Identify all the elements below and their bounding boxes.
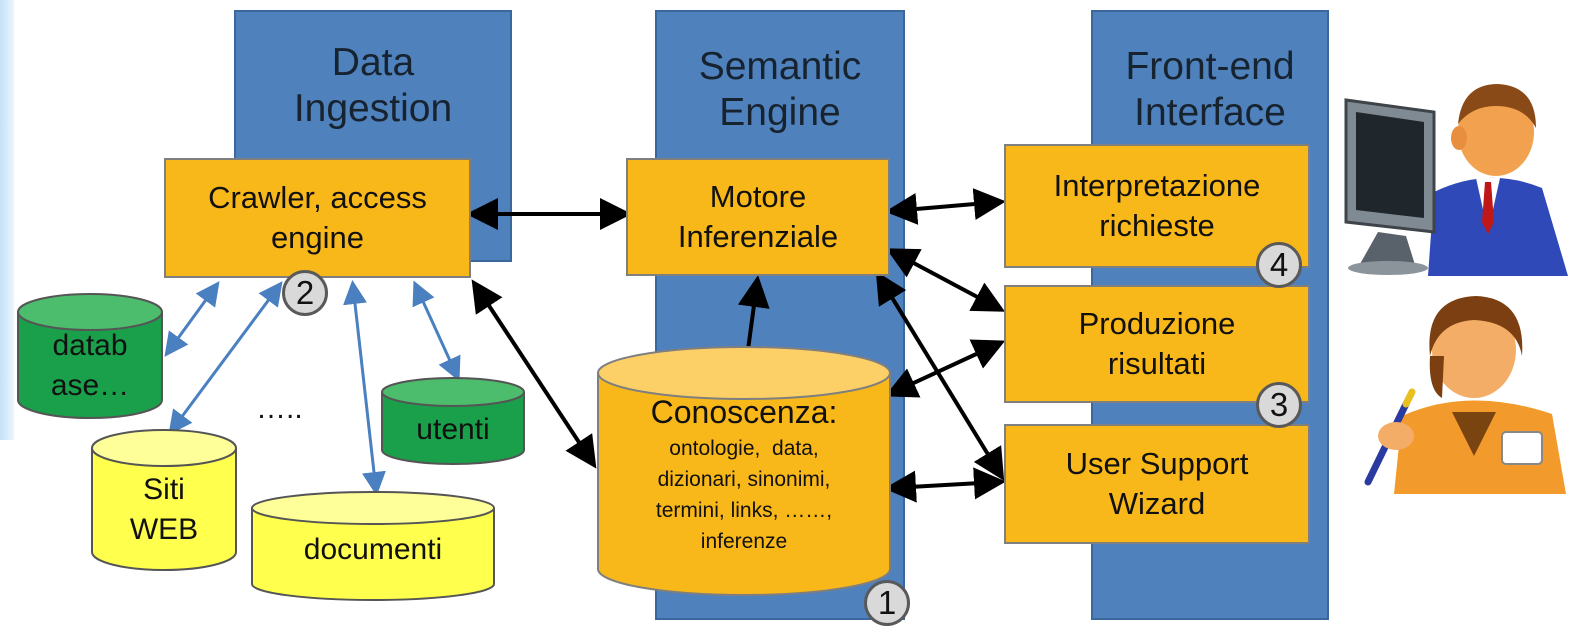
produzione-label: Produzione risultati: [1078, 306, 1236, 381]
ellipsis-text: …..: [256, 392, 303, 425]
arrow-crawler-database: [164, 281, 220, 357]
documenti-label: documenti: [303, 533, 443, 566]
conoscenza-colon: :: [828, 394, 838, 430]
arrow-crawler-conoscenza: [471, 279, 597, 469]
badge-2: 2: [282, 270, 328, 316]
siti-web-label: Siti WEB: [129, 473, 199, 546]
conoscenza-cylinder-shape: [597, 346, 891, 596]
computer-user-icon: [1344, 84, 1568, 276]
badge-1: 1: [864, 580, 910, 626]
wizard-label: User Support Wizard: [1065, 446, 1249, 521]
operator-icon: [1364, 296, 1566, 494]
crawler-box: Crawler, access engine: [164, 158, 471, 278]
badge-3: 3: [1256, 382, 1302, 428]
wizard-box: User Support Wizard: [1004, 424, 1310, 544]
utenti-cylinder-shape: [381, 377, 525, 465]
documenti-cylinder-shape: [251, 491, 495, 601]
conoscenza-title-text: Conoscenza: [650, 394, 829, 430]
conoscenza-details: ontologie, data, dizionari, sinonimi, te…: [655, 437, 833, 553]
database-cylinder-shape: [17, 293, 163, 419]
database-label: datab ase…: [50, 329, 130, 402]
arrow-crawler-utenti: [412, 280, 461, 382]
arrow-conoscenza-produzione: [884, 339, 1006, 398]
arrow-crawler-documenti: [343, 280, 386, 496]
conoscenza-title: Conoscenza:: [596, 393, 892, 431]
arrow-crawler-siti-web: [168, 281, 283, 435]
left-gradient-bar: [0, 0, 14, 440]
interpretazione-label: Interpretazione richieste: [1053, 168, 1261, 243]
arrow-motore-produzione: [885, 248, 1006, 312]
produzione-box: Produzione risultati: [1004, 285, 1310, 403]
arrow-conoscenza-wizard: [884, 467, 1006, 503]
motore-inferenziale-box: Motore Inferenziale: [626, 158, 890, 276]
arrow-motore-wizard: [875, 271, 1005, 481]
siti-web-cylinder: Siti WEB: [90, 428, 238, 572]
documenti-cylinder: documenti: [250, 490, 496, 602]
siti-web-cylinder-shape: [91, 429, 237, 571]
column-title-front-end: Front-end Interface: [1125, 45, 1295, 134]
badge-4: 4: [1256, 242, 1302, 288]
database-cylinder: datab ase…: [16, 292, 164, 420]
utenti-label: utenti: [416, 413, 490, 446]
interpretazione-box: Interpretazione richieste: [1004, 144, 1310, 268]
arrow-motore-interpretazione: [885, 188, 1006, 225]
motore-label: Motore Inferenziale: [677, 179, 839, 254]
conoscenza-cylinder: Conoscenza: ontologie, data, dizionari, …: [596, 345, 892, 597]
column-title-data-ingestion: Data Ingestion: [293, 41, 453, 130]
column-title-semantic-engine: Semantic Engine: [698, 45, 862, 134]
crawler-label: Crawler, access engine: [208, 180, 427, 255]
utenti-cylinder: utenti: [380, 376, 526, 466]
